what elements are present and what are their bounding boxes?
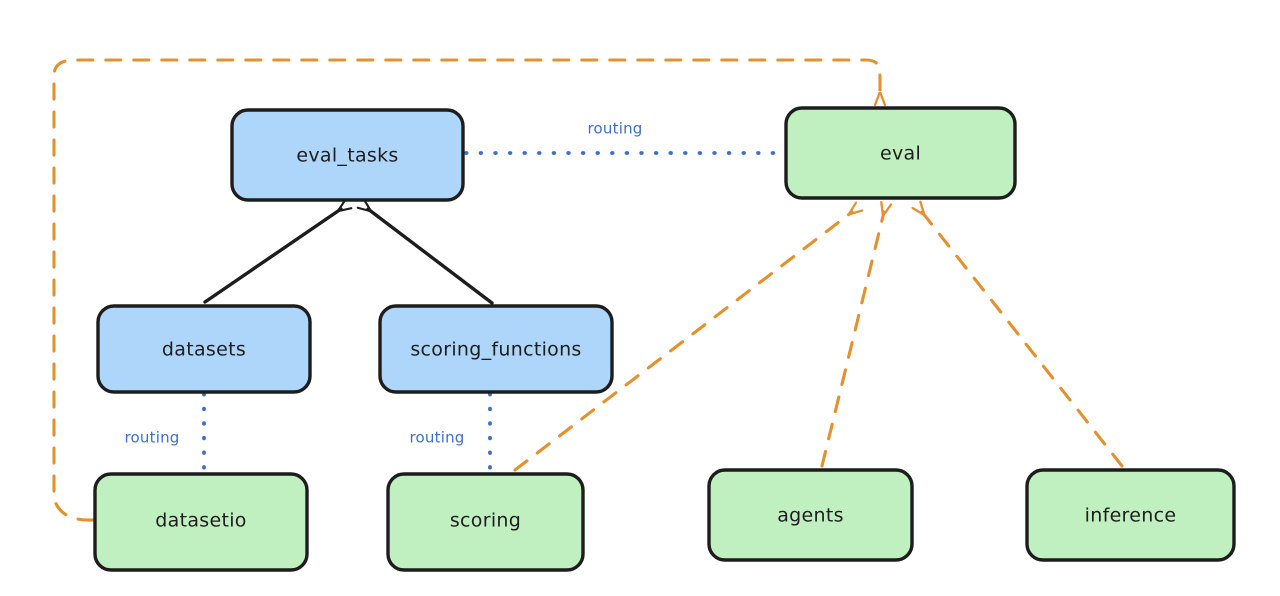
node-datasetio-label: datasetio <box>155 510 246 532</box>
edge-label-routing-scoring_functions-scoring: routing <box>410 429 465 447</box>
node-inference-label: inference <box>1085 505 1177 527</box>
node-inference[interactable]: inference <box>1025 468 1236 562</box>
node-scoring-label: scoring <box>450 510 521 532</box>
node-agents-shape[interactable] <box>707 468 914 562</box>
node-eval_tasks-shape[interactable] <box>230 108 465 202</box>
edge-inference-to-eval <box>922 212 1124 468</box>
edge-scoring-to-eval <box>513 212 852 472</box>
node-agents[interactable]: agents <box>707 468 914 562</box>
node-scoring[interactable]: scoring <box>386 472 585 572</box>
node-scoring_functions[interactable]: scoring_functions <box>378 304 614 394</box>
edge-label-routing-eval_tasks-eval: routing <box>588 120 643 138</box>
node-datasetio[interactable]: datasetio <box>93 472 309 572</box>
edge-label-routing-datasets-datasetio: routing <box>125 429 180 447</box>
node-datasets-shape[interactable] <box>96 304 312 394</box>
node-scoring_functions-shape[interactable] <box>378 304 614 394</box>
edge-agents-to-eval <box>820 212 884 468</box>
node-eval_tasks-label: eval_tasks <box>296 145 398 167</box>
nodes-layer: eval_tasks eval datasets scoring_functio… <box>93 106 1236 572</box>
edges-layer <box>52 58 1124 522</box>
node-eval_tasks[interactable]: eval_tasks <box>230 108 465 202</box>
node-scoring-shape[interactable] <box>386 472 585 572</box>
node-datasets-label: datasets <box>162 339 246 361</box>
node-eval-shape[interactable] <box>784 106 1017 200</box>
node-inference-shape[interactable] <box>1025 468 1236 562</box>
node-datasetio-shape[interactable] <box>93 472 309 572</box>
node-datasets[interactable]: datasets <box>96 304 312 394</box>
edge-scoring_functions-to-eval_tasks <box>368 209 494 305</box>
edge-labels-layer: routing routing routing <box>125 120 643 447</box>
edge-datasetio-to-eval <box>52 58 880 522</box>
node-agents-label: agents <box>777 505 844 527</box>
edge-datasets-to-eval_tasks <box>203 209 341 304</box>
node-eval[interactable]: eval <box>784 106 1017 200</box>
node-scoring_functions-label: scoring_functions <box>410 339 581 361</box>
node-eval-label: eval <box>880 143 921 165</box>
